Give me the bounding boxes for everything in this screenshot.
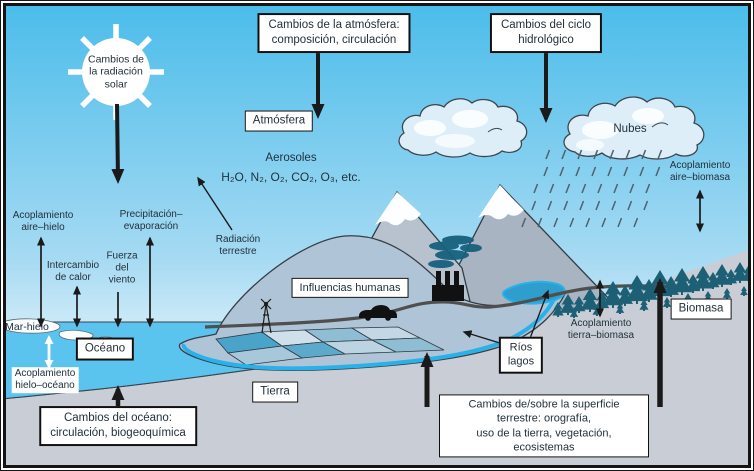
- arrow-terrestrial-radiation: [197, 176, 233, 231]
- windmill-icon: [260, 298, 272, 334]
- rain: [521, 149, 663, 228]
- air-biomass-coupling-label: Acoplamiento aire–biomasa: [669, 160, 731, 183]
- aerosols-title: Aerosoles: [265, 152, 317, 165]
- box-tierra: Tierra: [252, 381, 298, 403]
- box-surface-changes: Cambios de/sobre la superficie terrestre…: [439, 394, 649, 458]
- arrow-rivers-right: [528, 289, 550, 342]
- car-icon: [359, 305, 397, 321]
- heat-exchange-label: Intercambio de calor: [46, 260, 100, 283]
- river: [181, 285, 562, 371]
- snow-cap-center: [375, 192, 421, 226]
- ice-ocean-coupling-label: Acoplamiento hielo–océano: [11, 367, 79, 393]
- terrestrial-radiation-label: Radiación terrestre: [215, 234, 261, 257]
- fields: [215, 326, 445, 366]
- box-rivers-lakes: Ríos lagos: [498, 336, 544, 374]
- precip-evap-label: Precipitación– evaporación: [119, 209, 183, 232]
- wind-stress-label: Fuerza del viento: [106, 250, 138, 285]
- cloud-icon: [398, 98, 528, 158]
- box-atmosphere-changes: Cambios de la atmósfera: composición, ci…: [257, 13, 411, 53]
- smoke: [428, 235, 482, 268]
- box-oceano: Océano: [75, 337, 135, 361]
- road: [204, 284, 701, 329]
- land-biomass-coupling-label: Acoplamiento tierra–biomasa: [567, 318, 635, 341]
- arrow-rivers-left: [462, 330, 504, 345]
- air-ice-coupling-label: Acoplamiento aire–hielo: [12, 210, 74, 233]
- box-ocean-changes: Cambios del océano: circulación, biogeoq…: [39, 406, 197, 446]
- snow-cap-right: [478, 185, 524, 220]
- biomass-trees: [552, 262, 748, 318]
- sea-ice-label: Mar-hielo: [5, 320, 49, 333]
- clouds-label: Nubes: [613, 123, 647, 136]
- box-human-influences: Influencias humanas: [291, 277, 409, 299]
- aerosols-formula: H₂O, N₂, O₂, CO₂, O₃, etc.: [221, 169, 361, 184]
- sun-label: Cambios de la radiación solar: [87, 53, 145, 91]
- climate-system-diagram: Cambios de la radiación solar Cambios de…: [5, 6, 748, 465]
- cloud-icon: [563, 96, 705, 160]
- figure-inner-border: Cambios de la radiación solar Cambios de…: [3, 3, 751, 468]
- box-biomasa: Biomasa: [670, 298, 732, 320]
- box-atmosfera: Atmósfera: [244, 110, 314, 132]
- factory-icon: [428, 235, 482, 301]
- lake: [502, 280, 566, 305]
- box-hydro-changes: Cambios del ciclo hidrológico: [489, 13, 603, 53]
- arrow-solar-radiation: [111, 103, 125, 184]
- arrows: [37, 52, 704, 409]
